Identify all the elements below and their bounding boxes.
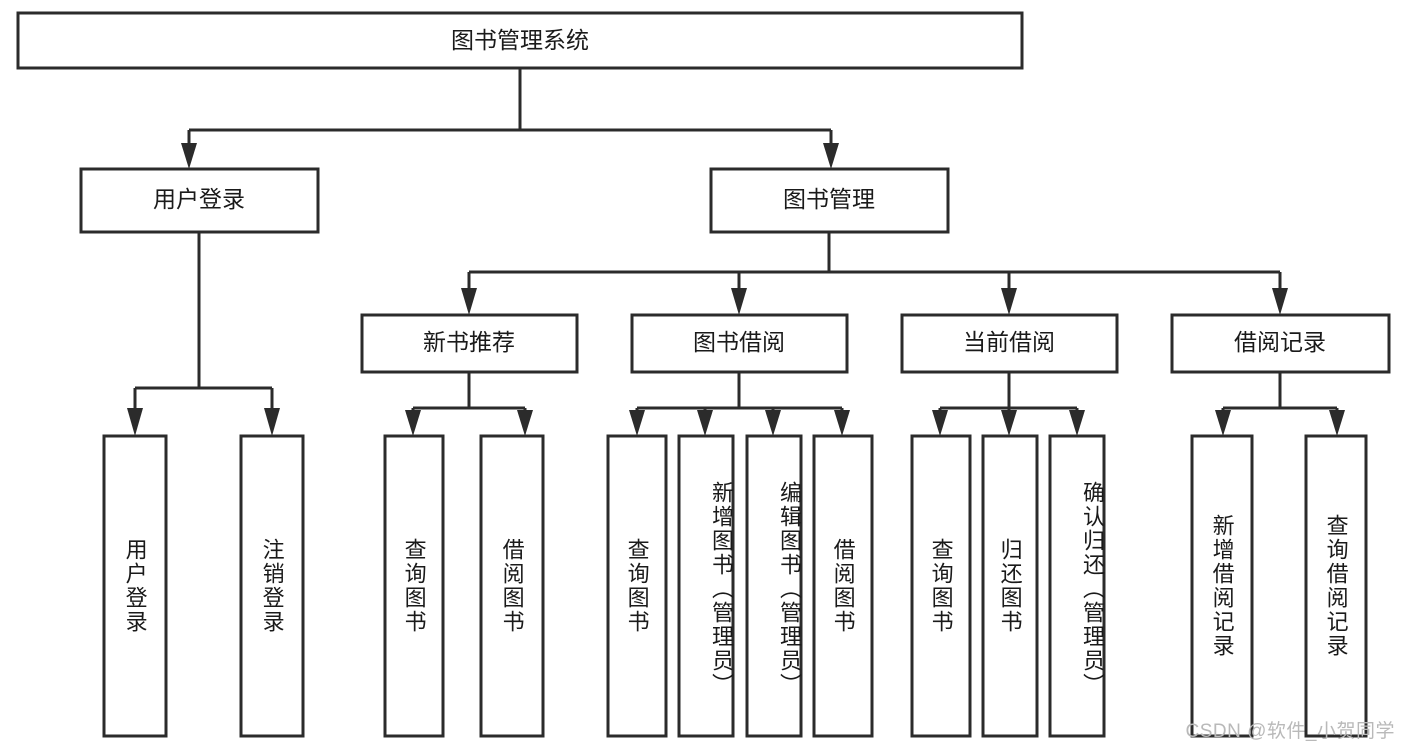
connector-root-to-level2 — [181, 68, 839, 169]
node-borrow-record[interactable]: 借阅记录 — [1170, 313, 1391, 374]
node-root-label: 图书管理系统 — [451, 27, 589, 53]
node-user-login[interactable]: 用户登录 — [79, 167, 320, 234]
csdn-watermark: CSDN @软件_小贺同学 — [1185, 721, 1395, 742]
arrow-head-icon — [765, 410, 781, 436]
arrow-head-icon — [1329, 410, 1345, 436]
arrow-head-icon — [181, 143, 197, 169]
node-user-login-label: 用户登录 — [153, 186, 245, 212]
leaf-box-query-borrow-record[interactable] — [1304, 434, 1368, 738]
arrow-head-icon — [1001, 410, 1017, 436]
node-current-borrow-box[interactable] — [900, 313, 1119, 374]
node-new-book-recommend-label: 新书推荐 — [423, 329, 515, 355]
leaf-box-query-books-current[interactable] — [910, 434, 972, 738]
arrow-head-icon — [697, 410, 713, 436]
connector-record-to-leaves — [1215, 372, 1345, 436]
node-borrow-record-label: 借阅记录 — [1234, 329, 1326, 355]
node-current-borrow[interactable]: 当前借阅 — [900, 313, 1119, 374]
arrow-head-icon — [264, 408, 280, 436]
arrow-head-icon — [731, 288, 747, 315]
connector-current-to-leaves — [932, 372, 1085, 436]
leaf-box-add-book-admin[interactable] — [677, 434, 735, 738]
node-book-management[interactable]: 图书管理 — [709, 167, 950, 234]
arrow-head-icon — [517, 410, 533, 436]
node-book-management-label: 图书管理 — [783, 186, 875, 212]
arrow-head-icon — [461, 288, 477, 315]
connector-borrow-to-leaves — [629, 372, 850, 436]
node-book-borrow[interactable]: 图书借阅 — [630, 313, 849, 374]
leaf-box-borrow-books[interactable] — [812, 434, 874, 738]
leaf-box-query-books-recommend[interactable] — [383, 434, 445, 738]
arrow-head-icon — [1272, 288, 1288, 315]
arrow-head-icon — [127, 408, 143, 436]
arrow-head-icon — [1001, 288, 1017, 315]
leaf-box-query-books-borrow[interactable] — [606, 434, 668, 738]
leaf-box-logout[interactable] — [239, 434, 305, 738]
node-book-borrow-label: 图书借阅 — [693, 329, 785, 355]
connector-userlogin-to-leaves — [127, 232, 280, 436]
node-root-box[interactable] — [16, 11, 1024, 70]
connector-recommend-to-leaves — [405, 372, 533, 436]
arrow-head-icon — [405, 410, 421, 436]
node-new-book-recommend[interactable]: 新书推荐 — [360, 313, 579, 374]
arrow-head-icon — [1215, 410, 1231, 436]
leaf-box-add-borrow-record[interactable] — [1190, 434, 1254, 738]
node-user-login-box[interactable] — [79, 167, 320, 234]
leaf-box-confirm-return-admin[interactable] — [1048, 434, 1106, 738]
node-current-borrow-label: 当前借阅 — [963, 329, 1055, 355]
arrow-head-icon — [823, 143, 839, 169]
arrow-head-icon — [629, 410, 645, 436]
leaf-box-return-books[interactable] — [981, 434, 1039, 738]
leaf-box-borrow-books-recommend[interactable] — [479, 434, 545, 738]
arrow-head-icon — [932, 410, 948, 436]
node-new-book-recommend-box[interactable] — [360, 313, 579, 374]
arrow-head-icon — [834, 410, 850, 436]
arrow-head-icon — [1069, 410, 1085, 436]
leaf-box-user-login[interactable] — [102, 434, 168, 738]
leaf-box-edit-book-admin[interactable] — [745, 434, 803, 738]
connector-bookmgmt-to-level3 — [461, 232, 1288, 315]
node-root[interactable]: 图书管理系统 — [16, 11, 1024, 70]
